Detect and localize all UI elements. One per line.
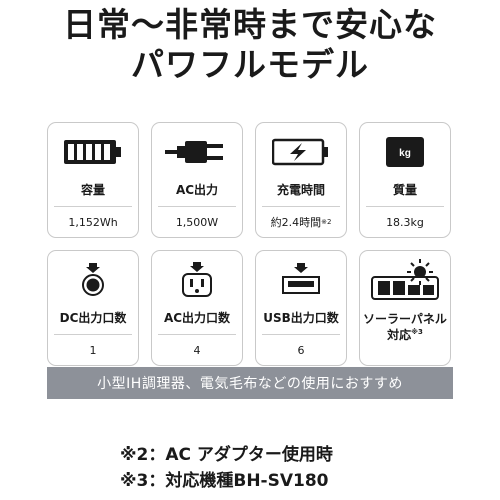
ac-outlet-icon [152,257,242,303]
dc-port-icon [48,257,138,303]
usb-port-icon [256,257,346,303]
spec-card-dc-ports: DC出力口数 1 [47,250,139,366]
footnotes: ※2：AC アダプター使用時 ※3：対応機種BH-SV180 [120,442,333,495]
spec-label: 容量 [80,182,105,197]
card-divider [158,206,236,207]
spec-value: 18.3kg [386,215,424,229]
spec-card-ac-ports: AC出力口数 4 [151,250,243,366]
card-divider [262,206,340,207]
spec-label: 質量 [392,182,417,197]
card-divider [262,334,340,335]
headline: 日常〜非常時まで安心な パワフルモデル [0,0,500,84]
spec-card-ac-output: AC出力 1,500W [151,122,243,238]
spec-value: 約2.4時間※2 [271,207,332,237]
spec-value-text: 約2.4時間 [270,216,322,229]
ac-plug-icon [152,129,242,175]
spec-label-solar: ソーラーパネル 対応※3 [363,311,447,343]
spec-value: 1,500W [175,215,219,229]
card-divider [158,334,236,335]
headline-line-1: 日常〜非常時まで安心な [63,5,437,44]
spec-card-capacity: 容量 1,152Wh [47,122,139,238]
spec-label-line-1: ソーラーパネル [363,312,447,326]
spec-card-weight: kg 質量 18.3kg [359,122,451,238]
weight-icon-text: kg [399,148,411,159]
footnote-marker: ※3 [411,328,423,337]
spec-value: 1 [89,343,97,357]
spec-label: AC出力 [175,182,219,197]
footnote-2: ※2：AC アダプター使用時 [120,445,333,465]
spec-label: AC出力口数 [163,310,231,325]
card-divider [54,206,132,207]
battery-icon [48,129,138,175]
card-divider [366,206,444,207]
spec-label: DC出力口数 [59,310,127,325]
spec-label-line-2: 対応 [387,328,412,343]
spec-card-usb-ports: USB出力口数 6 [255,250,347,366]
spec-value: 6 [297,343,305,357]
spec-value: 1,152Wh [68,215,118,229]
spec-value: 4 [193,343,201,357]
footnote-marker: ※2 [321,218,332,226]
spec-card-charging-time: 充電時間 約2.4時間※2 [255,122,347,238]
spec-grid: 容量 1,152Wh AC出力 1,500W [47,122,453,366]
charging-battery-icon [256,129,346,175]
weight-icon: kg [360,129,450,175]
recommendation-banner: 小型IH調理器、電気毛布などの使用におすすめ [47,367,453,399]
spec-card-solar-panel: ソーラーパネル 対応※3 [359,250,451,366]
spec-label: USB出力口数 [263,310,339,325]
card-divider [54,334,132,335]
solar-panel-icon [360,257,450,303]
headline-line-2: パワフルモデル [131,44,369,84]
spec-label: 充電時間 [276,182,325,197]
footnote-3: ※3：対応機種BH-SV180 [120,471,329,492]
